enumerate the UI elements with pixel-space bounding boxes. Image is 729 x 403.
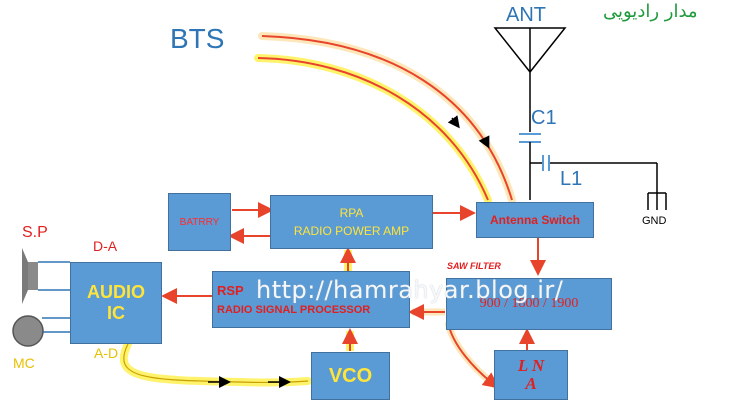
coil-l1-ground bbox=[530, 155, 667, 210]
rpa-subtitle: RADIO POWER AMP bbox=[293, 224, 410, 238]
rsp-title: RSP bbox=[217, 283, 244, 298]
battery-label: BATRRY bbox=[179, 216, 220, 228]
antenna-switch-block: Antenna Switch bbox=[476, 202, 594, 238]
lna-line1: L N bbox=[517, 356, 545, 375]
gnd-label: GND bbox=[642, 215, 667, 227]
mc-label: MC bbox=[13, 355, 35, 371]
l1-label: L1 bbox=[560, 168, 583, 190]
vco-block: VCO bbox=[311, 352, 390, 400]
audio-ic-line1: AUDIO bbox=[87, 282, 145, 302]
speaker-icon bbox=[22, 248, 38, 304]
ant-label: ANT bbox=[506, 4, 546, 26]
vco-label: VCO bbox=[328, 364, 373, 387]
da-label: D-A bbox=[93, 238, 118, 254]
bts-label: BTS bbox=[170, 23, 225, 54]
rsp-subtitle: RADIO SIGNAL PROCESSOR bbox=[217, 304, 371, 316]
sp-label: S.P bbox=[22, 224, 48, 241]
rpa-block: RPA RADIO POWER AMP bbox=[270, 195, 433, 249]
battery-block: BATRRY bbox=[168, 193, 231, 251]
microphone-icon bbox=[12, 315, 44, 347]
audio-ic-line2: IC bbox=[107, 303, 125, 323]
saw-filter-label: SAW FILTER bbox=[447, 261, 501, 271]
saw-filter-bands: 900 / 1800 / 1900 bbox=[479, 296, 579, 311]
audio-ic-block: AUDIO IC bbox=[70, 262, 162, 344]
antenna-switch-label: Antenna Switch bbox=[489, 213, 580, 227]
antenna-symbol bbox=[493, 27, 567, 132]
watermark-url: http://hamrahyar.blog.ir/ bbox=[256, 276, 564, 304]
saw-filter-block: 900 / 1800 / 1900 bbox=[446, 278, 612, 330]
lna-line2: A bbox=[525, 374, 537, 393]
bts-signal-arcs bbox=[254, 32, 516, 204]
c1-label: C1 bbox=[531, 107, 557, 129]
rsp-block: RSP RADIO SIGNAL PROCESSOR bbox=[212, 271, 410, 328]
lna-block: L N A bbox=[494, 350, 568, 400]
rpa-title: RPA bbox=[339, 206, 364, 220]
title-persian: مدار رادیویی bbox=[603, 1, 698, 22]
capacitor-c1 bbox=[519, 133, 541, 163]
ad-label: A-D bbox=[94, 345, 119, 361]
